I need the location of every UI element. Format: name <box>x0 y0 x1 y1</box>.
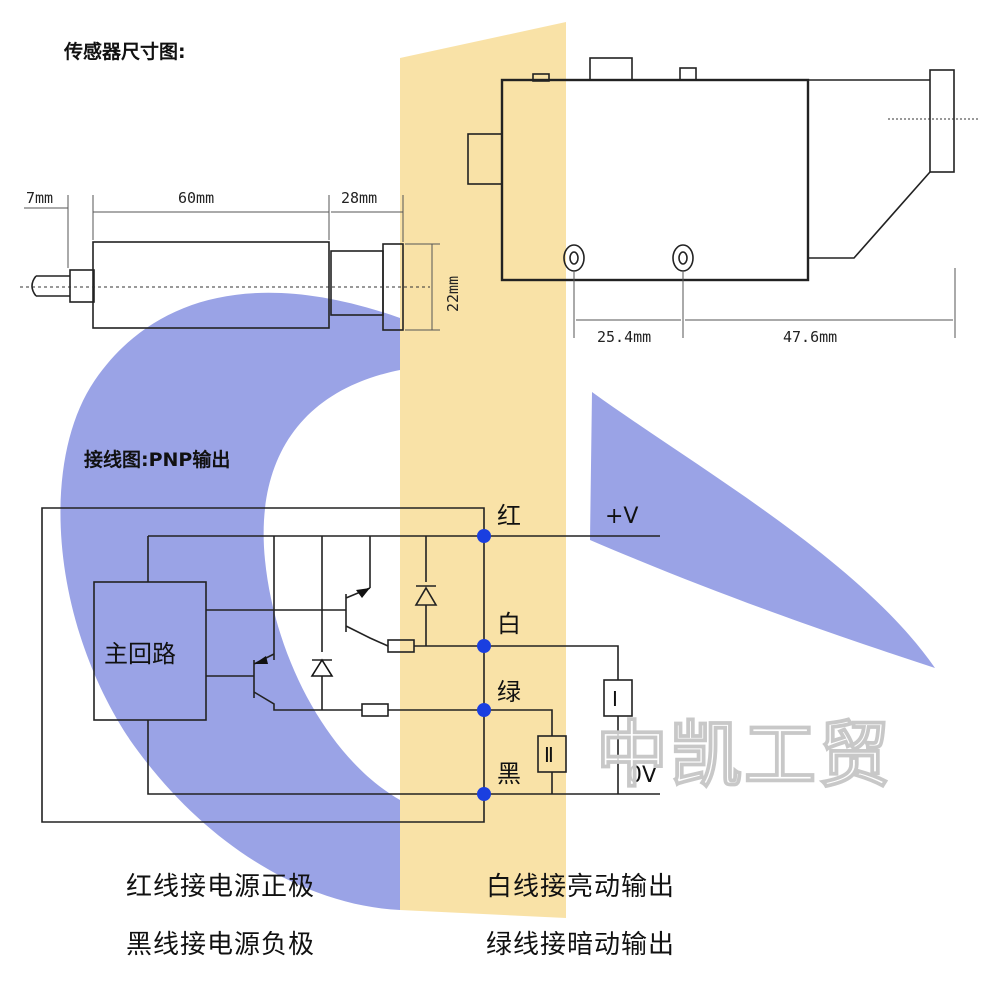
dim-47-6mm: 47.6mm <box>783 328 837 346</box>
dim-22mm: 22mm <box>444 276 462 312</box>
vplus-label: +V <box>605 504 638 529</box>
sensor-side-view <box>31 241 404 331</box>
transistor-arrow-lower <box>254 656 268 664</box>
caption-white-line: 白线接亮动输出 <box>486 872 676 902</box>
dim-7mm: 7mm <box>26 189 53 207</box>
dim-60mm: 60mm <box>178 189 214 207</box>
wire-black-label: 黑 <box>497 760 521 788</box>
caption-red-line: 红线接电源正极 <box>126 872 316 902</box>
wire-white-label: 白 <box>497 610 521 638</box>
dim-28mm: 28mm <box>341 189 377 207</box>
transistor-arrow-upper <box>356 588 370 598</box>
dim-25-4mm: 25.4mm <box>597 328 651 346</box>
wiring-title: 接线图:PNP输出 <box>84 449 231 471</box>
load1-label: Ⅰ <box>612 687 618 711</box>
caption-black-line: 黑线接电源负极 <box>126 930 316 960</box>
side-dim-lines <box>24 195 440 331</box>
watermark-text: 中凯工贸 <box>596 713 892 797</box>
diode-fill-lower <box>311 659 333 677</box>
wire-red-label: 红 <box>497 502 521 530</box>
caption-green-line: 绿线接暗动输出 <box>486 930 676 960</box>
wiring-diagram <box>41 507 660 823</box>
zero-v-label: 0V <box>628 763 657 788</box>
load2-label: Ⅱ <box>544 743 554 767</box>
main-circuit-label: 主回路 <box>104 640 176 668</box>
sensor-top-view <box>467 57 955 282</box>
wire-green-label: 绿 <box>497 678 521 706</box>
blue-swoosh-shape <box>60 292 400 911</box>
top-dim-lines <box>573 268 956 338</box>
dimensions-title: 传感器尺寸图: <box>64 41 186 63</box>
yellow-band <box>400 22 566 918</box>
wire-nodes <box>477 529 491 801</box>
blue-swoosh-tail <box>590 392 935 668</box>
